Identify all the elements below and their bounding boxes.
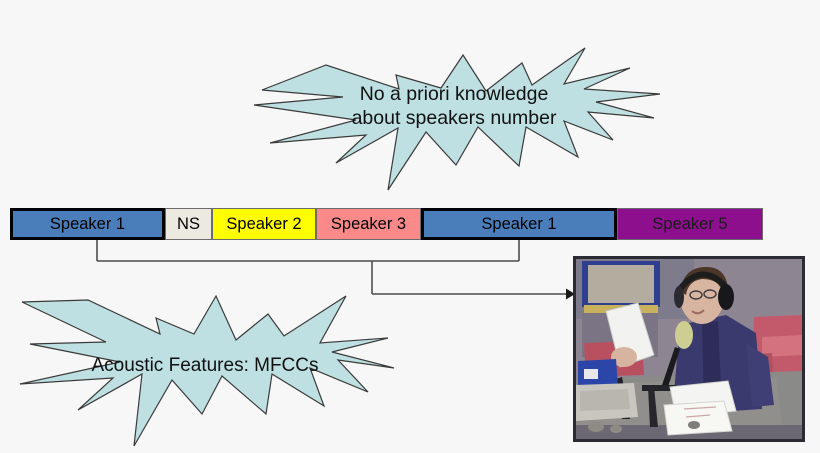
timeline-segment-speaker-1-a[interactable]: Speaker 1 (10, 208, 165, 240)
timeline-segment-speaker-5[interactable]: Speaker 5 (617, 208, 763, 240)
starburst-shape (19, 294, 395, 447)
radio-studio-photo-image (576, 259, 802, 439)
segment-label: Speaker 1 (49, 214, 126, 233)
segment-label: Speaker 1 (481, 214, 557, 233)
radio-studio-photo[interactable] (573, 256, 805, 442)
starburst-shape (253, 47, 661, 191)
acoustic-features-callout: Acoustic Features: MFCCs (16, 286, 395, 447)
speaker-segmentation-timeline: Speaker 1 NS Speaker 2 Speaker 3 Speaker… (10, 208, 763, 240)
segment-label: Speaker 5 (652, 214, 728, 233)
timeline-segment-speaker-2[interactable]: Speaker 2 (212, 208, 316, 240)
timeline-segment-speaker-1-b[interactable]: Speaker 1 (421, 208, 617, 240)
segment-label: Speaker 3 (330, 214, 407, 233)
no-prior-knowledge-callout: No a priori knowledge about speakers num… (248, 22, 661, 191)
segment-label: NS (177, 214, 200, 233)
segment-label: Speaker 2 (226, 214, 302, 233)
timeline-segment-speaker-3[interactable]: Speaker 3 (316, 208, 421, 240)
timeline-segment-ns[interactable]: NS (165, 208, 212, 240)
